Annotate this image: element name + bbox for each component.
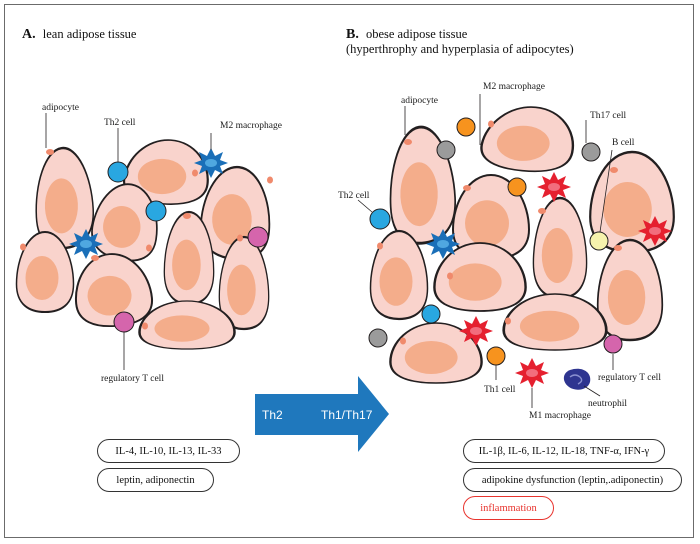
label-m2-macrophage: M2 macrophage [220, 121, 282, 131]
label-m2-macrophage: M2 macrophage [483, 82, 545, 92]
panel-b-cytokines-pill: IL-1β, IL-6, IL-12, IL-18, TNF-α, IFN-γ [463, 439, 665, 463]
panel-a-cytokines-pill: IL-4, IL-10, IL-13, IL-33 [97, 439, 240, 463]
m1-macrophage [515, 358, 549, 388]
panel-a: A. lean adipose tissue [16, 27, 282, 384]
arrow-label-th2: Th2 [262, 408, 283, 422]
label-th2-cell: Th2 cell [338, 191, 370, 201]
adipocyte [164, 212, 213, 304]
adipocyte [477, 103, 581, 175]
svg-text:B. obese adipose tissu: B. obese adipose tissue [346, 27, 468, 42]
label-th1-cell: Th1 cell [484, 385, 516, 395]
th1-cell [486, 346, 506, 366]
figure-frame [4, 4, 694, 538]
adipocyte [453, 175, 529, 259]
label-m1-macrophage: M1 macrophage [529, 411, 591, 421]
adipocyte [598, 240, 663, 340]
adipocyte [219, 235, 268, 330]
label-b-cell: B cell [612, 138, 635, 148]
b-cell [589, 231, 609, 251]
svg-text:A. lean adipose tissue: A. lean adipose tissue [22, 27, 137, 42]
panel-b-title-line1: obese adipose tissue [366, 27, 468, 41]
panel-b-adipokines-pill: adipokine dysfunction (leptin,.adiponect… [463, 468, 682, 492]
neutrophil [563, 368, 591, 390]
label-regulatory-t-cell: regulatory T cell [101, 374, 164, 384]
adipocyte [72, 251, 155, 329]
panel-b: B. obese adipose tissue (hyperthrophy an… [338, 27, 674, 421]
orange-cell [507, 177, 527, 197]
adipocyte [533, 198, 586, 298]
adipocyte [16, 232, 73, 312]
inflammation-pill: inflammation [463, 496, 554, 520]
transition-arrow: Th2 Th1/Th17 [255, 376, 389, 452]
regulatory-t-cell [247, 226, 269, 248]
th2-cell [369, 208, 391, 230]
label-th2-cell: Th2 cell [104, 118, 136, 128]
adipocyte [122, 137, 213, 206]
panel-a-letter: A. [22, 27, 36, 42]
adipocyte [199, 163, 273, 262]
label-neutrophil: neutrophil [588, 399, 627, 409]
adipocyte [387, 122, 457, 247]
label-adipocyte: adipocyte [401, 96, 438, 106]
regulatory-t-cell [113, 311, 135, 333]
adipocyte [504, 294, 607, 350]
adipocyte [33, 144, 95, 252]
panel-a-title: lean adipose tissue [43, 27, 137, 41]
arrow-label-th1-th17: Th1/Th17 [321, 408, 373, 422]
th2-cell [421, 304, 441, 324]
label-adipocyte: adipocyte [42, 103, 79, 113]
adipocyte [88, 178, 163, 265]
panel-a-adipokines-pill: leptin, adiponectin [97, 468, 214, 492]
regulatory-t-cell [603, 334, 623, 354]
adipocyte [434, 243, 525, 311]
th17-cell [581, 142, 601, 162]
label-th17-cell: Th17 cell [590, 111, 627, 121]
th2-cell [107, 161, 129, 183]
adipocyte [590, 152, 674, 252]
m2-macrophage-orange [456, 117, 476, 137]
th17-cell [368, 328, 388, 348]
m1-macrophage [537, 172, 571, 202]
label-regulatory-t-cell: regulatory T cell [598, 373, 661, 383]
adipocyte [390, 323, 481, 383]
panel-b-letter: B. [346, 27, 359, 42]
adipocyte [371, 231, 428, 319]
th17-cell [436, 140, 456, 160]
panel-b-title-line2: (hyperthrophy and hyperplasia of adipocy… [346, 42, 574, 56]
th2-cell [145, 200, 167, 222]
adipocyte [140, 301, 235, 349]
